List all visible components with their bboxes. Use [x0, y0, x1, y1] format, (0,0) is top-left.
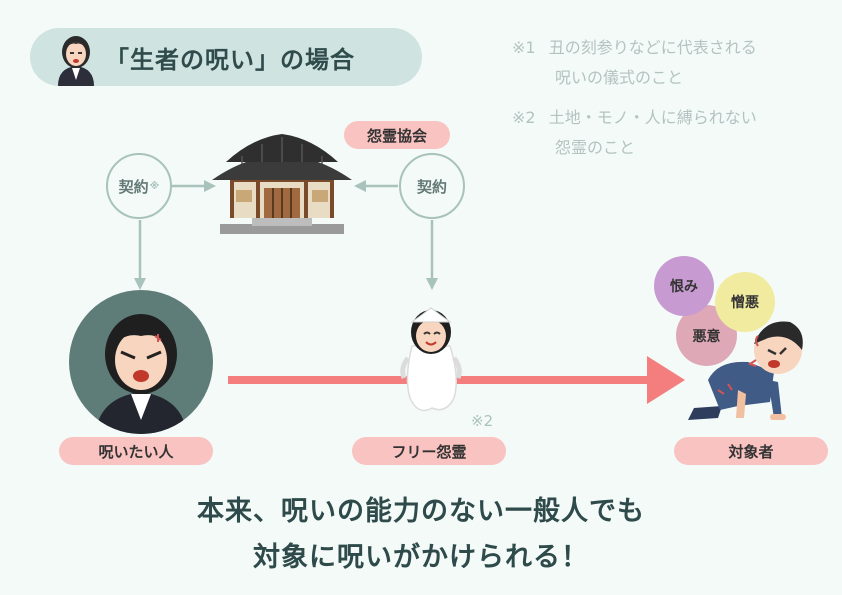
footnote-1-line-2: 呪いの儀式のこと — [555, 68, 684, 87]
title-pill — [30, 28, 422, 86]
target-label-pill: 対象者 — [674, 437, 828, 465]
emotion-hatred-label: 憎悪 — [731, 295, 759, 311]
temple-label-pill: 怨霊協会 — [344, 121, 450, 149]
footnote-2-line-2: 怨霊のこと — [555, 138, 636, 157]
target-label: 対象者 — [728, 442, 774, 461]
ghost-icon — [400, 307, 462, 412]
footnote-1-mark: ※1 — [512, 38, 536, 57]
contract-left-circle: 契約※ — [106, 153, 172, 219]
temple-label: 怨霊協会 — [366, 126, 427, 145]
contract-left-label: 契約 — [118, 177, 149, 196]
suffering-man-icon — [688, 321, 803, 420]
footnote-2-line-1: 土地・モノ・人に縛られない — [548, 108, 757, 127]
emotion-hatred-bubble: 憎悪 — [715, 272, 775, 332]
curse-arrow-head — [647, 356, 685, 404]
footnote-1-line-1: 丑の刻参りなどに代表される — [548, 38, 757, 57]
page-title: 「生者の呪い」の場合 — [105, 46, 355, 74]
emotion-grudge-label: 恨み — [670, 279, 698, 295]
emotion-malice-label: 悪意 — [692, 328, 721, 345]
contract-right-circle: 契約 — [399, 153, 465, 219]
bottom-message-line-2: 対象に呪いがかけられる！ — [253, 542, 589, 573]
temple-icon — [212, 134, 352, 234]
woman-avatar-icon — [58, 36, 94, 86]
angry-woman-icon — [69, 290, 213, 434]
contract-left-mark: ※ — [149, 180, 160, 192]
bottom-message-line-1: 本来、呪いの能力のない一般人でも — [197, 496, 645, 527]
curser-label-pill: 呪いたい人 — [59, 437, 213, 465]
footnote-1: ※1 丑の刻参りなどに代表される 呪いの儀式のこと — [512, 33, 757, 93]
contract-right-label: 契約 — [416, 177, 447, 196]
footnote-2-mark: ※2 — [512, 108, 536, 127]
spirit-label: フリー怨霊 — [391, 442, 467, 461]
spirit-footnote-mark: ※2 — [471, 412, 494, 430]
emotion-grudge-bubble: 恨み — [654, 256, 714, 316]
footnote-2: ※2 土地・モノ・人に縛られない 怨霊のこと — [512, 103, 757, 163]
spirit-label-pill: フリー怨霊 — [352, 437, 506, 465]
curser-label: 呪いたい人 — [98, 442, 174, 461]
